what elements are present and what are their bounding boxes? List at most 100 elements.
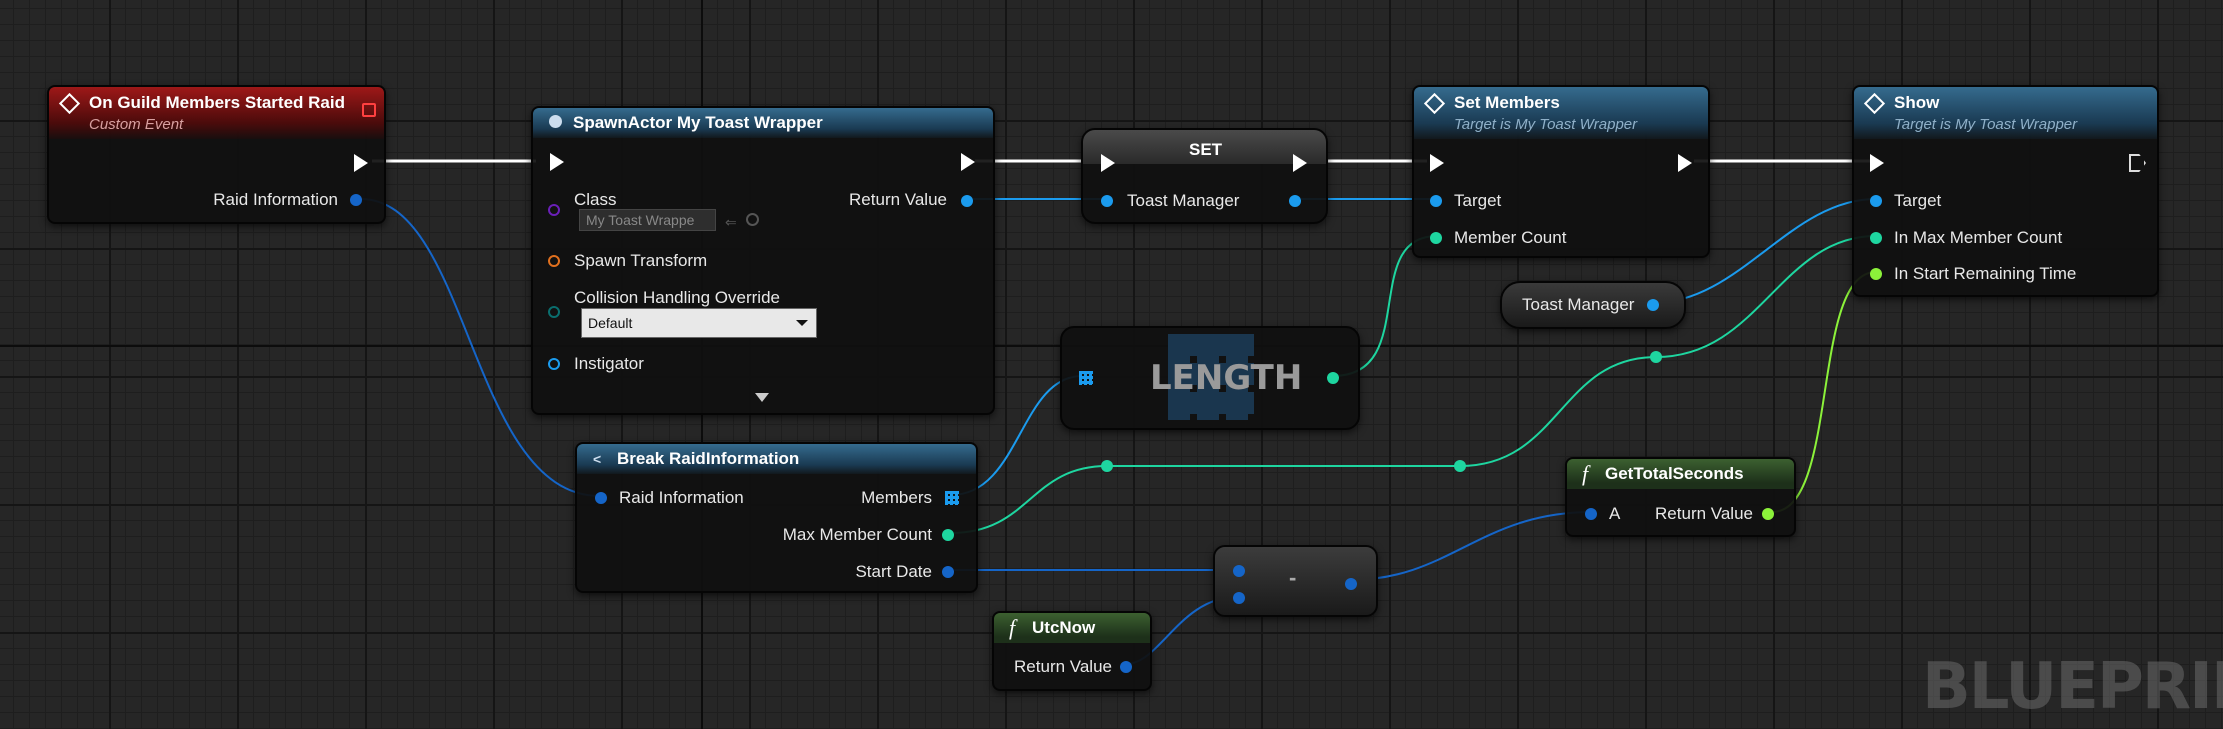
max-member-count-output-pin[interactable] [942,529,954,541]
event-node-on-guild-members-started-raid[interactable]: On Guild Members Started Raid Custom Eve… [47,85,386,224]
length-label: LENGTH [1150,358,1303,398]
subtract-output-pin[interactable] [1345,578,1357,590]
target-input-pin[interactable] [1870,195,1882,207]
raid-information-input-pin[interactable] [595,492,607,504]
class-select-value: My Toast Wrappe [586,212,695,228]
pin-label-raid-information: Raid Information [619,488,744,507]
set-node-header [1083,130,1326,164]
pin-label-toast-manager: Toast Manager [1127,191,1240,210]
set-members-title: Set Members [1454,93,1560,112]
subtract-node[interactable]: - [1213,545,1378,617]
pin-label-in-start-remaining-time: In Start Remaining Time [1894,264,2077,283]
search-icon[interactable] [746,213,759,226]
toast-manager-getter-label: Toast Manager [1522,295,1635,314]
toast-manager-input-pin[interactable] [1101,195,1113,207]
set-variable-node[interactable]: SET Toast Manager [1081,128,1328,224]
start-remaining-time-input-pin[interactable] [1870,268,1882,280]
pin-label-collision-handling: Collision Handling Override [574,288,780,307]
class-input-pin[interactable] [548,204,560,216]
raid-information-output-pin[interactable] [350,194,362,206]
pin-label-a: A [1609,504,1621,523]
exec-out-pin[interactable] [961,153,975,171]
exec-in-pin[interactable] [1101,154,1115,172]
set-members-node[interactable]: Set Members Target is My Toast Wrapper T… [1412,85,1710,258]
break-node-header [577,444,976,474]
spawn-transform-input-pin[interactable] [548,255,560,267]
exec-out-pin[interactable] [2129,154,2146,172]
function-f-icon: f [1009,615,1016,640]
utcnow-header [994,613,1150,643]
return-value-output-pin[interactable] [961,195,973,207]
event-node-title: On Guild Members Started Raid [89,93,345,112]
exec-in-pin[interactable] [1870,154,1884,172]
subtract-input-a-pin[interactable] [1233,565,1245,577]
break-struct-icon: < [593,451,602,467]
exec-out-pin[interactable] [1678,154,1692,172]
collision-handling-select[interactable]: Default [581,308,817,338]
pin-label-return-value: Return Value [849,190,947,209]
exec-out-pin[interactable] [354,154,368,172]
function-f-icon: f [1582,461,1589,486]
pin-label-raid-information: Raid Information [213,190,338,209]
pin-label-max-member-count: Max Member Count [782,525,932,544]
utcnow-node[interactable]: f UtcNow Return Value [992,611,1152,691]
show-subtitle: Target is My Toast Wrapper [1894,116,2078,133]
pin-label-return-value: Return Value [1655,504,1753,523]
show-node[interactable]: Show Target is My Toast Wrapper Target I… [1852,85,2159,297]
collision-handling-input-pin[interactable] [548,306,560,318]
pin-label-member-count: Member Count [1454,228,1567,247]
pin-label-target: Target [1454,191,1502,210]
expand-advanced-icon[interactable] [755,393,769,402]
break-node-title: Break RaidInformation [617,449,800,468]
show-header [1854,87,2157,139]
toast-manager-getter-node[interactable]: Toast Manager [1500,281,1686,329]
return-value-output-pin[interactable] [1120,661,1132,673]
get-total-seconds-node[interactable]: f GetTotalSeconds A Return Value [1565,457,1796,537]
browse-arrow-icon[interactable]: ⇐ [725,214,737,230]
return-value-output-pin[interactable] [1762,508,1774,520]
event-node-subtitle: Custom Event [89,116,184,133]
pin-label-instigator: Instigator [574,354,644,373]
array-length-node[interactable]: LENGTH [1060,326,1360,430]
show-title: Show [1894,93,1940,112]
event-node-header [49,87,384,139]
break-raid-information-node[interactable]: < Break RaidInformation Raid Information… [575,442,978,593]
toast-manager-getter-output-pin[interactable] [1647,299,1659,311]
chevron-down-icon [796,320,808,326]
member-count-input-pin[interactable] [1430,232,1442,244]
set-members-subtitle: Target is My Toast Wrapper [1454,116,1638,133]
collision-handling-select-value: Default [588,315,633,331]
exec-in-pin[interactable] [550,153,564,171]
blueprint-watermark: BLUEPRINT [1922,650,2223,724]
start-date-output-pin[interactable] [942,566,954,578]
pin-label-class: Class [574,190,617,209]
utcnow-title: UtcNow [1032,618,1096,637]
pin-label-in-max-member-count: In Max Member Count [1894,228,2063,247]
spawn-actor-node[interactable]: SpawnActor My Toast Wrapper Class My Toa… [531,106,995,415]
exec-in-pin[interactable] [1430,154,1444,172]
pin-label-target: Target [1894,191,1942,210]
array-input-pin[interactable] [1079,371,1093,385]
pin-label-start-date: Start Date [855,562,932,581]
length-output-pin[interactable] [1327,372,1339,384]
class-select[interactable]: My Toast Wrappe [579,209,716,231]
spawn-actor-header [533,108,993,138]
replicate-indicator-icon [362,103,376,117]
a-input-pin[interactable] [1585,508,1597,520]
subtract-operator: - [1289,565,1297,590]
pin-label-return-value: Return Value [1014,657,1112,676]
target-input-pin[interactable] [1430,195,1442,207]
spawn-actor-title: SpawnActor My Toast Wrapper [573,113,823,132]
spawn-icon [549,115,562,128]
subtract-input-b-pin[interactable] [1233,592,1245,604]
pin-label-members: Members [861,488,932,507]
pin-label-spawn-transform: Spawn Transform [574,251,708,270]
members-output-pin[interactable] [945,491,959,505]
set-node-title: SET [1189,140,1223,159]
set-members-header [1414,87,1708,139]
exec-out-pin[interactable] [1293,154,1307,172]
instigator-input-pin[interactable] [548,358,560,370]
get-total-seconds-title: GetTotalSeconds [1605,464,1744,483]
toast-manager-output-pin[interactable] [1289,195,1301,207]
max-member-count-input-pin[interactable] [1870,232,1882,244]
